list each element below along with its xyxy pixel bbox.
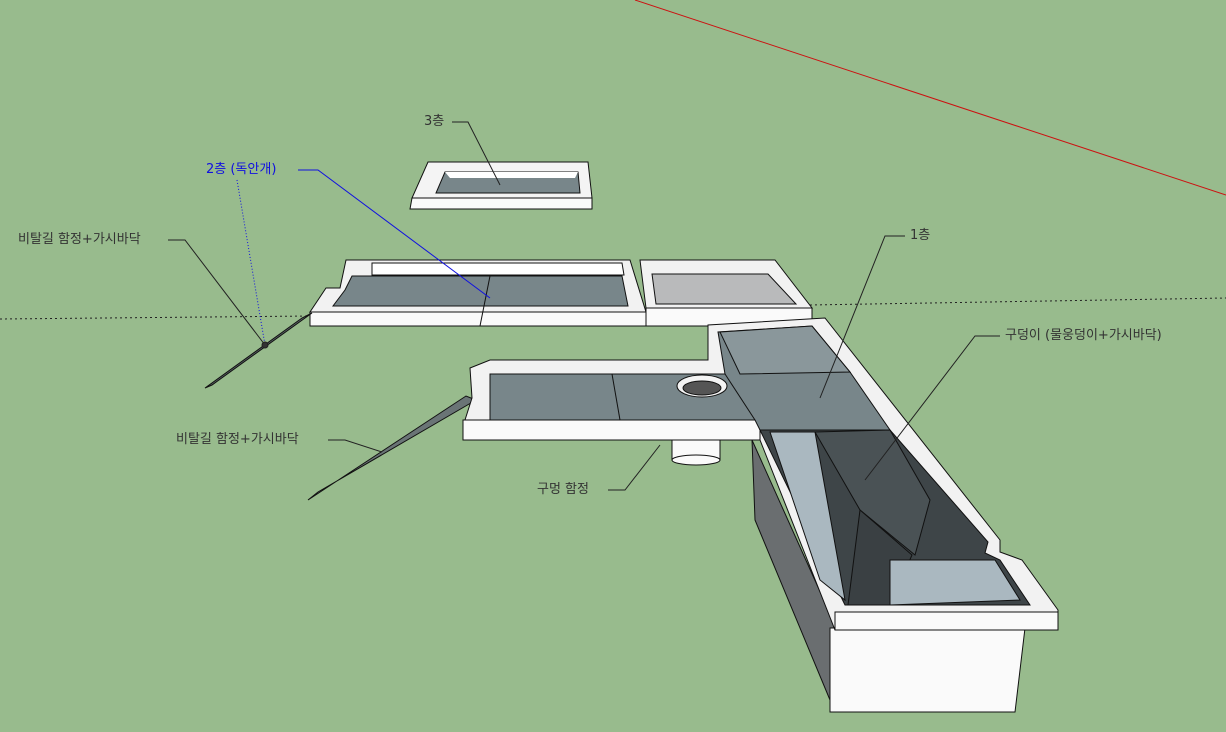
- slope-trap-bottom-model[interactable]: [307, 395, 478, 501]
- slope-trap-top-model[interactable]: [204, 312, 313, 389]
- red-axis: [634, 0, 1226, 196]
- label-slope-trap-bottom[interactable]: 비탈길 함정+가시바닥: [176, 432, 299, 447]
- label-hole-trap[interactable]: 구멍 함정: [537, 482, 589, 497]
- green-axis-dotted-right: [809, 297, 1226, 306]
- label-floor2[interactable]: 2층 (독안개): [206, 162, 277, 177]
- label-floor1[interactable]: 1층: [910, 228, 931, 243]
- green-axis-dotted: [0, 315, 313, 320]
- floor2-model[interactable]: [309, 259, 814, 327]
- label-floor3[interactable]: 3층: [424, 114, 445, 129]
- label-slope-trap-top[interactable]: 비탈길 함정+가시바닥: [18, 232, 141, 247]
- label-pit[interactable]: 구덩이 (물웅덩이+가시바닥): [1005, 328, 1162, 343]
- floor3-model[interactable]: [409, 161, 593, 210]
- floor1-model[interactable]: [462, 317, 1059, 713]
- leader-lines: [168, 121, 1000, 491]
